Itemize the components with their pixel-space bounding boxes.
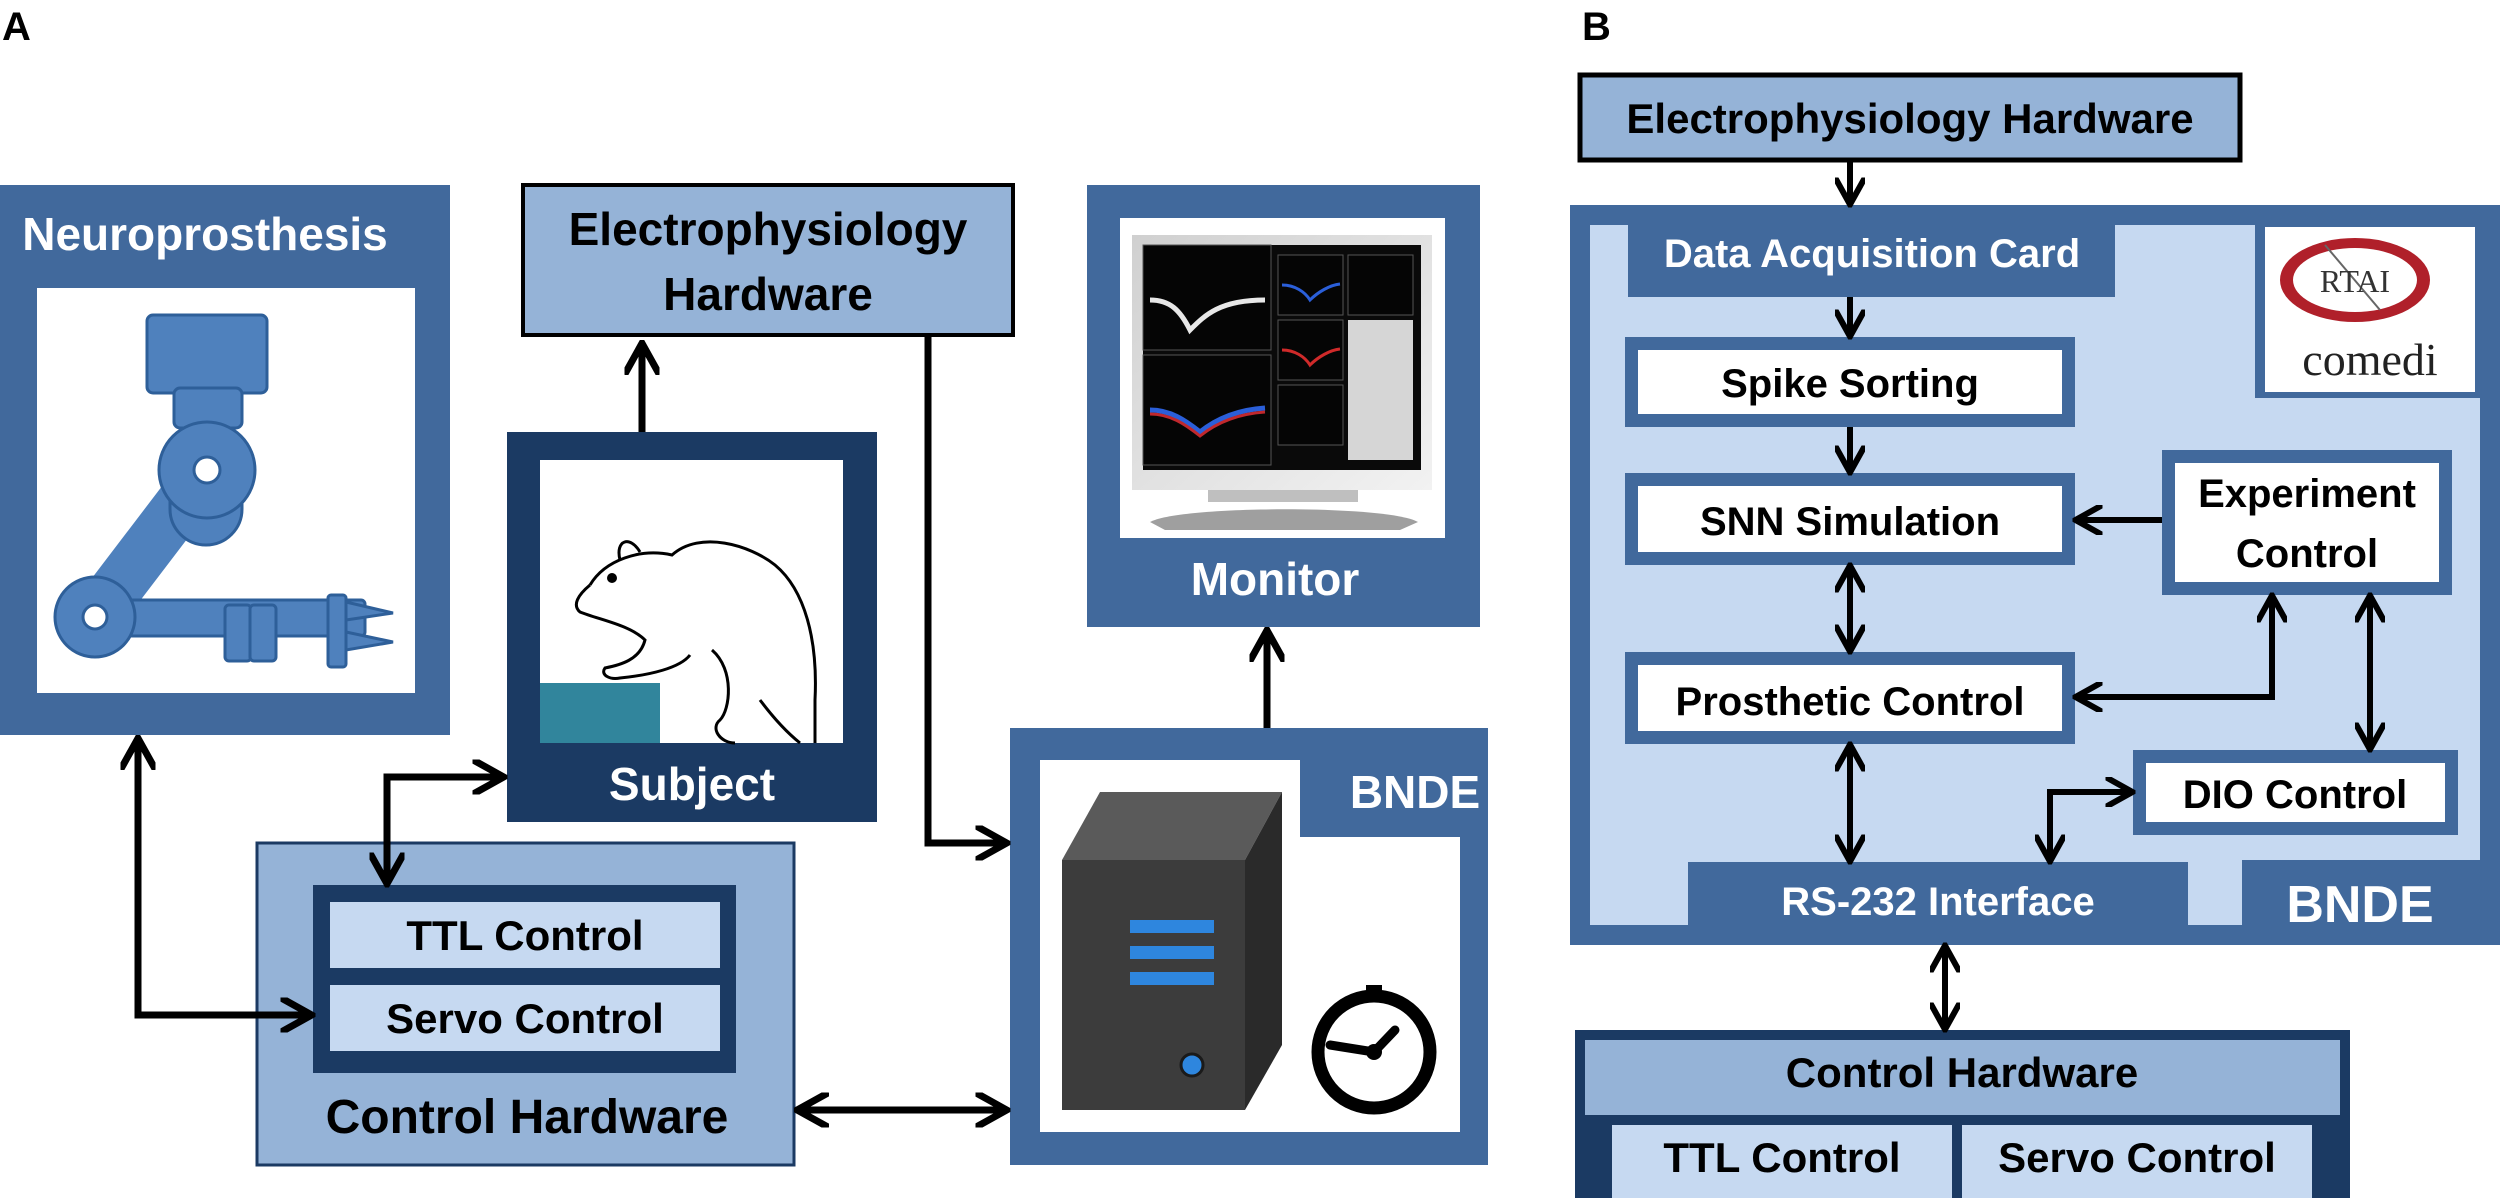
servo-label-a: Servo Control [386, 995, 664, 1042]
subject-label: Subject [609, 758, 775, 810]
ephys-label-b: Electrophysiology Hardware [1626, 95, 2193, 142]
comedi-text: comedi [2302, 334, 2437, 385]
arrow-subject-ttl [387, 777, 502, 882]
snn-simulation-box: SNN Simulation [1625, 473, 2075, 565]
ephys-hardware-box-b: Electrophysiology Hardware [1577, 72, 2243, 163]
dio-control-box: DIO Control [2133, 750, 2458, 835]
rat-icon [540, 540, 817, 745]
ephys-label-line2: Hardware [663, 268, 873, 320]
rtai-text: RTAI [2320, 263, 2390, 299]
ttl-label-b: TTL Control [1663, 1134, 1900, 1181]
experiment-control-box: Experiment Control [2162, 450, 2452, 595]
servo-label-b: Servo Control [1998, 1134, 2276, 1181]
control-hardware-box-b: Control Hardware TTL Control Servo Contr… [1575, 1030, 2350, 1198]
rs232-interface-box: RS-232 Interface [1688, 862, 2188, 945]
bnde-label-b: BNDE [2286, 876, 2433, 934]
arrow-prosthetic-exp [2077, 597, 2272, 697]
robot-arm-icon [53, 313, 394, 669]
daq-label: Data Acquisition Card [1664, 232, 2080, 276]
snn-label: SNN Simulation [1700, 500, 2000, 544]
ttl-label-a: TTL Control [406, 912, 643, 959]
arrow-neuro-servo [138, 740, 310, 1015]
monitor-box: Monitor [1087, 185, 1480, 627]
bnde-box-a: BNDE [1010, 728, 1488, 1165]
connectors-a [138, 335, 1267, 1110]
control-hw-label-b: Control Hardware [1786, 1049, 2138, 1096]
neuroprosthesis-box: Neuroprosthesis [0, 185, 450, 735]
panel-b-letter: B [1582, 5, 1611, 49]
dio-label: DIO Control [2183, 773, 2407, 817]
rtai-comedi-logo: RTAI comedi [2255, 223, 2480, 398]
spike-label: Spike Sorting [1721, 362, 1979, 406]
ephys-label-line1: Electrophysiology [569, 203, 968, 255]
clock-icon [1311, 985, 1437, 1115]
arrow-ephys-to-bnde [924, 335, 1005, 843]
monitor-label: Monitor [1191, 553, 1360, 605]
control-hw-label-a: Control Hardware [326, 1091, 729, 1144]
experiment-label-line1: Experiment [2198, 472, 2416, 516]
panel-a-letter: A [2, 5, 31, 49]
bnde-label-a: BNDE [1350, 766, 1480, 818]
ephys-hardware-box-a: Electrophysiology Hardware [521, 183, 1015, 337]
experiment-label-line2: Control [2236, 532, 2378, 576]
connectors-b [1850, 160, 2370, 1028]
spike-sorting-box: Spike Sorting [1625, 337, 2075, 427]
prosthetic-label: Prosthetic Control [1676, 680, 2025, 724]
neuroprosthesis-label: Neuroprosthesis [22, 208, 388, 260]
monitor-icon [1132, 235, 1432, 530]
subject-box: Subject [507, 432, 877, 822]
arrow-rs232-dio [2050, 792, 2131, 860]
server-icon [1062, 792, 1282, 1110]
control-hardware-box-a: TTL Control Servo Control Control Hardwa… [255, 841, 796, 1167]
rs232-label: RS-232 Interface [1781, 880, 2094, 924]
prosthetic-control-box: Prosthetic Control [1625, 652, 2075, 744]
